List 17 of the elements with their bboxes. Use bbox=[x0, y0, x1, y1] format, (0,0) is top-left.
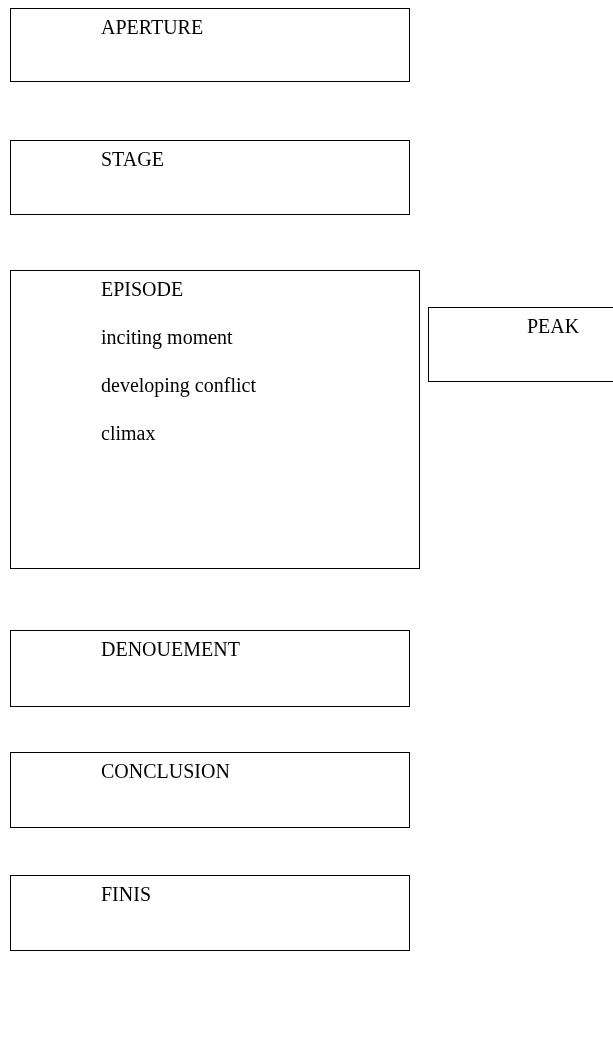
text-box bbox=[10, 752, 410, 828]
box-heading: EPISODE bbox=[101, 277, 184, 301]
box-heading: STAGE bbox=[101, 147, 164, 171]
text-box bbox=[10, 875, 410, 951]
text-box bbox=[10, 270, 420, 569]
text-box bbox=[428, 307, 613, 382]
list-item: inciting moment bbox=[101, 325, 233, 349]
box-heading: APERTURE bbox=[101, 15, 204, 39]
text-box bbox=[10, 630, 410, 707]
box-heading: FINIS bbox=[101, 882, 151, 906]
box-heading: DENOUEMENT bbox=[101, 637, 240, 661]
list-item: climax bbox=[101, 421, 156, 445]
text-box bbox=[10, 8, 410, 82]
box-heading: PEAK bbox=[527, 314, 580, 338]
list-item: developing conflict bbox=[101, 373, 256, 397]
text-box bbox=[10, 140, 410, 215]
box-heading: CONCLUSION bbox=[101, 759, 230, 783]
